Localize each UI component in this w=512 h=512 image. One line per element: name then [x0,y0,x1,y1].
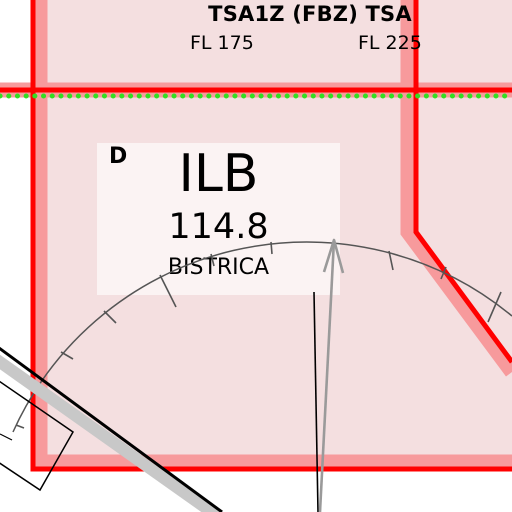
navaid-ident: ILB [178,144,259,204]
airway-symbol-box [0,380,74,492]
airspace-boundary [0,0,512,472]
north-radial [318,239,336,512]
navaid-name: BISTRICA [167,255,270,280]
airway-line [0,346,223,512]
tsa-upper-limit: FL 225 [358,32,422,54]
tsa-name: TSA1Z (FBZ) TSA [208,2,412,26]
navaid-label-box[interactable] [97,143,340,295]
radial-line [313,291,319,512]
compass-ticks [15,241,502,429]
tsa-label: TSA1Z (FBZ) TSA [0,2,512,26]
airway-symbol-tick [0,433,13,441]
north-arrow-head [322,238,345,274]
compass-rose-arc [12,241,512,433]
tsa-lower-limit: FL 175 [190,32,254,54]
airspace-class-label: D [109,144,128,169]
navaid-frequency: 114.8 [168,207,269,247]
airway-halo [0,354,223,512]
